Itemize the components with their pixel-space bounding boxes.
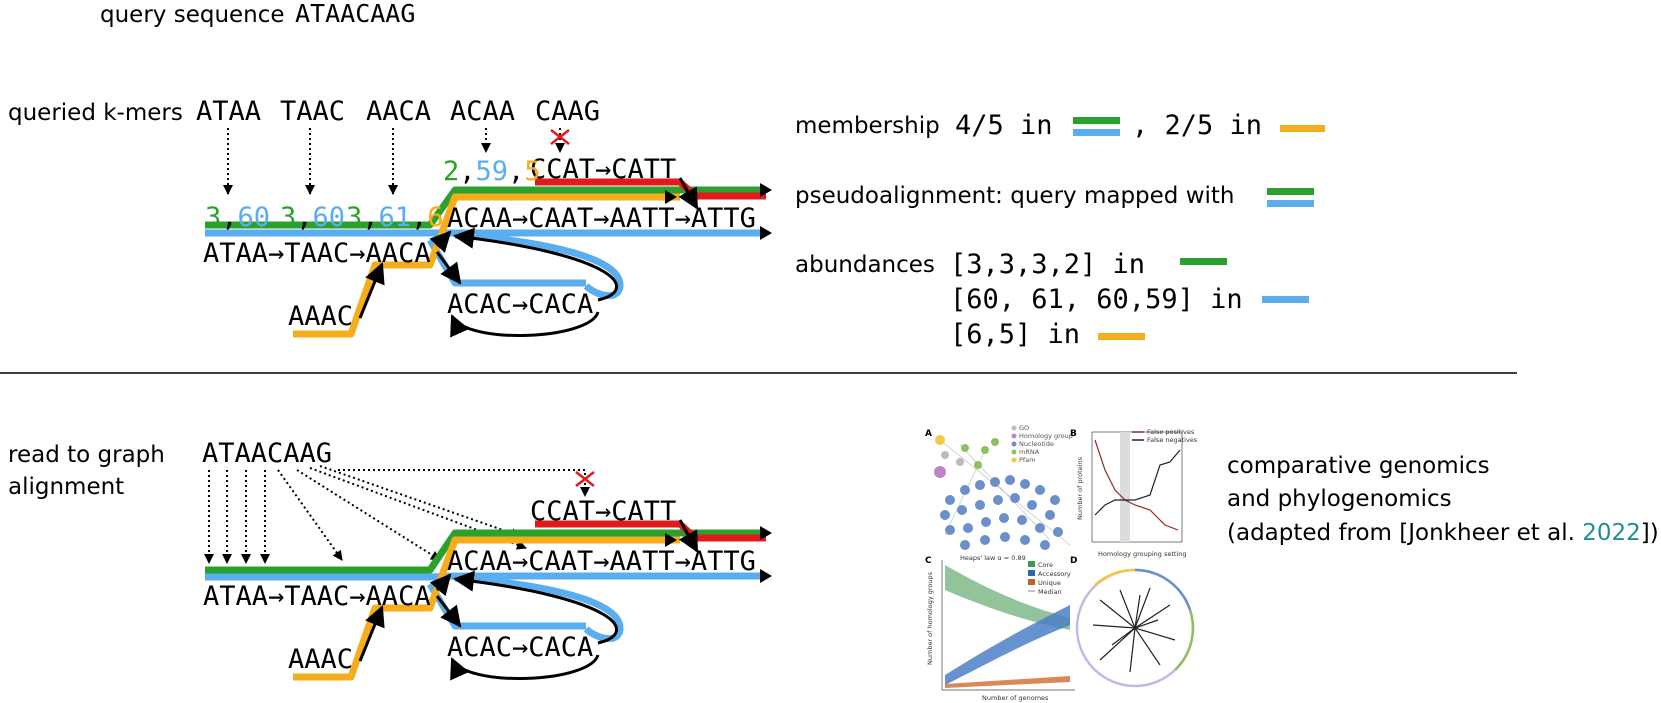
abundances-blue: [60, 61, 60,59] in bbox=[950, 284, 1243, 315]
citation-year-link[interactable]: 2022 bbox=[1582, 520, 1641, 546]
svg-text:Median: Median bbox=[1038, 588, 1062, 596]
read-label-line2: alignment bbox=[8, 474, 124, 500]
panel-c-plot: Heaps' law α = 0.89 Core Accessory Uniqu… bbox=[926, 554, 1075, 702]
count-a-green: 3 bbox=[205, 202, 221, 233]
svg-text:False negatives: False negatives bbox=[1147, 436, 1198, 444]
svg-text:GO: GO bbox=[1019, 424, 1029, 432]
read-label-line1: read to graph bbox=[8, 442, 165, 468]
svg-text:Pfam: Pfam bbox=[1019, 456, 1036, 464]
svg-text:Number of proteins: Number of proteins bbox=[1076, 456, 1084, 520]
panel-a-letter: A bbox=[925, 429, 932, 439]
membership-green-blue: 4/5 in bbox=[955, 110, 1053, 141]
node-row-ccat: CCAT→CATT bbox=[530, 154, 676, 185]
node-row-acac: ACAC→CACA bbox=[447, 289, 593, 320]
svg-text:Accessory: Accessory bbox=[1038, 570, 1071, 578]
query-label: query sequence bbox=[100, 2, 285, 28]
panel-d-tree bbox=[1075, 568, 1195, 688]
svg-text:3,60: 3,60 bbox=[205, 202, 270, 233]
swatch-green-2 bbox=[1267, 188, 1314, 195]
count-d-green: 2 bbox=[443, 156, 459, 187]
count-b-blue: 60 bbox=[313, 202, 346, 233]
svg-text:3,61,6: 3,61,6 bbox=[346, 202, 444, 233]
swatch-orange-3 bbox=[1098, 333, 1145, 340]
node-row-ataa: ATAA→TAAC→AACA bbox=[203, 238, 431, 269]
node-aaac-bottom: AAAC bbox=[288, 644, 353, 675]
count-d-blue: 59 bbox=[476, 156, 509, 187]
panel-c-letter: C bbox=[925, 556, 932, 566]
kmer-5: CAAG bbox=[535, 96, 600, 127]
kmers-label: queried k-mers bbox=[8, 100, 183, 126]
top-graph-edges bbox=[358, 177, 699, 338]
query-sequence: ATAACAAG bbox=[295, 0, 415, 28]
caption-line1: comparative genomics bbox=[1227, 453, 1490, 479]
count-d-orange: 5 bbox=[524, 156, 540, 187]
pseudoalignment-label: pseudoalignment: query mapped with bbox=[795, 183, 1235, 209]
kmer-3: AACA bbox=[366, 96, 431, 127]
membership-orange: , 2/5 in bbox=[1132, 110, 1262, 141]
kmer-4: ACAA bbox=[450, 96, 515, 127]
swatch-orange bbox=[1280, 125, 1325, 132]
swatch-green bbox=[1073, 117, 1120, 124]
bottom-graph-edges bbox=[358, 519, 699, 681]
caption-line3: (adapted from [Jonkheer et al. 2022]) bbox=[1227, 520, 1659, 546]
read-sequence: ATAACAAG bbox=[202, 438, 332, 469]
svg-text:Unique: Unique bbox=[1038, 579, 1061, 587]
count-c-green: 3 bbox=[346, 202, 362, 233]
kmer-2: TAAC bbox=[280, 96, 345, 127]
svg-text:3,60: 3,60 bbox=[280, 202, 345, 233]
count-c-blue: 61 bbox=[379, 202, 412, 233]
panel-b-plot: False positives False negatives Homology… bbox=[1076, 428, 1198, 558]
node-row-ataa-bottom: ATAA→TAAC→AACA bbox=[203, 581, 431, 612]
swatch-green-3 bbox=[1180, 258, 1227, 265]
missing-kmer-cross-icon bbox=[550, 129, 570, 145]
embedded-paper-figure: A GO bbox=[925, 424, 1198, 702]
caption-line2: and phylogenomics bbox=[1227, 486, 1452, 512]
panel-b-letter: B bbox=[1070, 429, 1077, 439]
panel-d-letter: D bbox=[1070, 556, 1077, 566]
svg-text:False positives: False positives bbox=[1147, 428, 1195, 436]
svg-text:2,59,5: 2,59,5 bbox=[443, 156, 541, 187]
svg-text:Homology grouping setting: Homology grouping setting bbox=[1098, 550, 1187, 558]
kmer-arrows bbox=[223, 128, 565, 195]
swatch-blue-2 bbox=[1267, 200, 1314, 207]
svg-text:Number of genomes: Number of genomes bbox=[982, 694, 1049, 702]
node-row-ccat-bottom: CCAT→CATT bbox=[530, 496, 676, 527]
node-row-acac-bottom: ACAC→CACA bbox=[447, 632, 593, 663]
count-c-orange: 6 bbox=[427, 202, 443, 233]
svg-text:mRNA: mRNA bbox=[1019, 448, 1040, 456]
missing-read-kmer-cross-icon bbox=[575, 471, 595, 487]
swatch-blue-3 bbox=[1262, 296, 1309, 303]
kmer-counts: 3,60 3,60 3,61,6 2,59,5 bbox=[205, 156, 541, 233]
svg-text:Core: Core bbox=[1038, 561, 1053, 569]
count-a-blue: 60 bbox=[238, 202, 271, 233]
node-aaac: AAAC bbox=[288, 301, 353, 332]
abundances-label: abundances bbox=[795, 252, 935, 278]
node-row-acaa-bottom: ACAA→CAAT→AATT→ATTG bbox=[447, 546, 756, 577]
svg-text:Nucleotide: Nucleotide bbox=[1019, 440, 1054, 448]
node-row-acaa: ACAA→CAAT→AATT→ATTG bbox=[447, 203, 756, 234]
count-b-green: 3 bbox=[280, 202, 296, 233]
svg-text:Heaps' law α = 0.89: Heaps' law α = 0.89 bbox=[960, 554, 1026, 562]
svg-text:Homology group: Homology group bbox=[1019, 432, 1073, 440]
panel-a-network: GO Homology group Nucleotide mRNA Pfam bbox=[934, 424, 1073, 550]
svg-text:Number of homology groups: Number of homology groups bbox=[926, 571, 934, 665]
swatch-blue bbox=[1073, 129, 1120, 136]
abundances-orange: [6,5] in bbox=[950, 319, 1080, 350]
top-graph-paths bbox=[205, 178, 766, 338]
kmer-1: ATAA bbox=[196, 96, 261, 127]
membership-label: membership bbox=[795, 113, 940, 139]
abundances-green: [3,3,3,2] in bbox=[950, 249, 1145, 280]
